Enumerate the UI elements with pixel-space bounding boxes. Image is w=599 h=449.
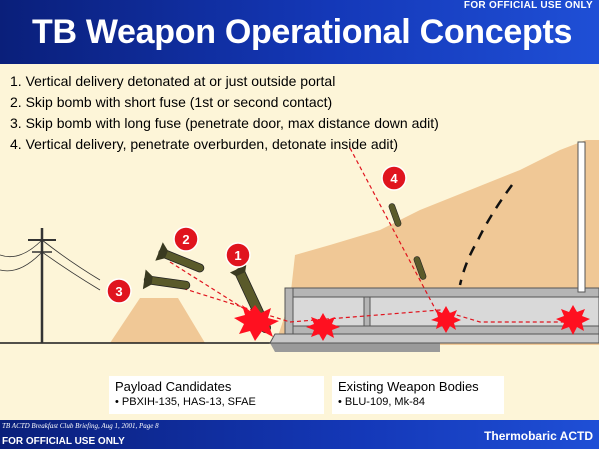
dashed-underground-path bbox=[458, 184, 514, 286]
concept-item-3: 3. Skip bomb with long fuse (penetrate d… bbox=[10, 115, 439, 131]
concept-item-2: 2. Skip bomb with short fuse (1st or sec… bbox=[10, 94, 333, 110]
ventilation-shaft bbox=[577, 141, 586, 293]
classification-banner-bottom: FOR OFFICIAL USE ONLY bbox=[2, 436, 125, 447]
concept-list: 1. Vertical delivery detonated at or jus… bbox=[10, 71, 439, 155]
weapon-bodies-box: Existing Weapon Bodies • BLU-109, Mk-84 bbox=[332, 376, 504, 414]
marker-label-4: 4 bbox=[390, 171, 398, 186]
berm-terrain bbox=[110, 298, 205, 343]
bomb-icon-4b bbox=[413, 256, 427, 280]
marker-4: 4 bbox=[381, 165, 407, 191]
bodies-items: • BLU-109, Mk-84 bbox=[338, 396, 425, 408]
bomb-icon-4a bbox=[388, 203, 402, 227]
tunnel-attack-diagram: 1 2 3 4 bbox=[0, 140, 599, 352]
classification-banner-top: FOR OFFICIAL USE ONLY bbox=[463, 0, 593, 11]
payload-heading: Payload Candidates bbox=[115, 379, 232, 394]
payload-candidates-box: Payload Candidates • PBXIH-135, HAS-13, … bbox=[109, 376, 324, 414]
marker-2: 2 bbox=[173, 226, 199, 252]
marker-1: 1 bbox=[225, 242, 251, 268]
marker-3: 3 bbox=[106, 278, 132, 304]
marker-label-2: 2 bbox=[182, 232, 189, 247]
bomb-icon-2 bbox=[155, 242, 205, 273]
marker-label-3: 3 bbox=[115, 284, 122, 299]
header-band: FOR OFFICIAL USE ONLY TB Weapon Operatio… bbox=[0, 0, 599, 64]
concept-item-1: 1. Vertical delivery detonated at or jus… bbox=[10, 73, 336, 89]
marker-label-1: 1 bbox=[234, 248, 241, 263]
bodies-heading: Existing Weapon Bodies bbox=[338, 379, 479, 394]
footer-band: TB ACTD Breakfast Club Briefing, Aug 1, … bbox=[0, 420, 599, 449]
payload-items: • PBXIH-135, HAS-13, SFAE bbox=[115, 396, 256, 408]
utility-pole-icon bbox=[0, 228, 101, 343]
program-name: Thermobaric ACTD bbox=[484, 429, 593, 443]
bomb-icon-3 bbox=[142, 269, 191, 290]
briefing-note: TB ACTD Breakfast Club Briefing, Aug 1, … bbox=[2, 422, 159, 430]
tunnel-structure bbox=[269, 287, 599, 344]
blast-icon-inside-3 bbox=[556, 305, 590, 335]
blast-icon-portal bbox=[234, 305, 279, 341]
adit-floor-wedge bbox=[270, 343, 440, 352]
concept-item-4: 4. Vertical delivery, penetrate overburd… bbox=[10, 136, 399, 152]
blast-icon-inside-1 bbox=[306, 313, 340, 341]
slide-title: TB Weapon Operational Concepts bbox=[32, 13, 573, 51]
blast-icon-inside-2 bbox=[431, 306, 461, 333]
